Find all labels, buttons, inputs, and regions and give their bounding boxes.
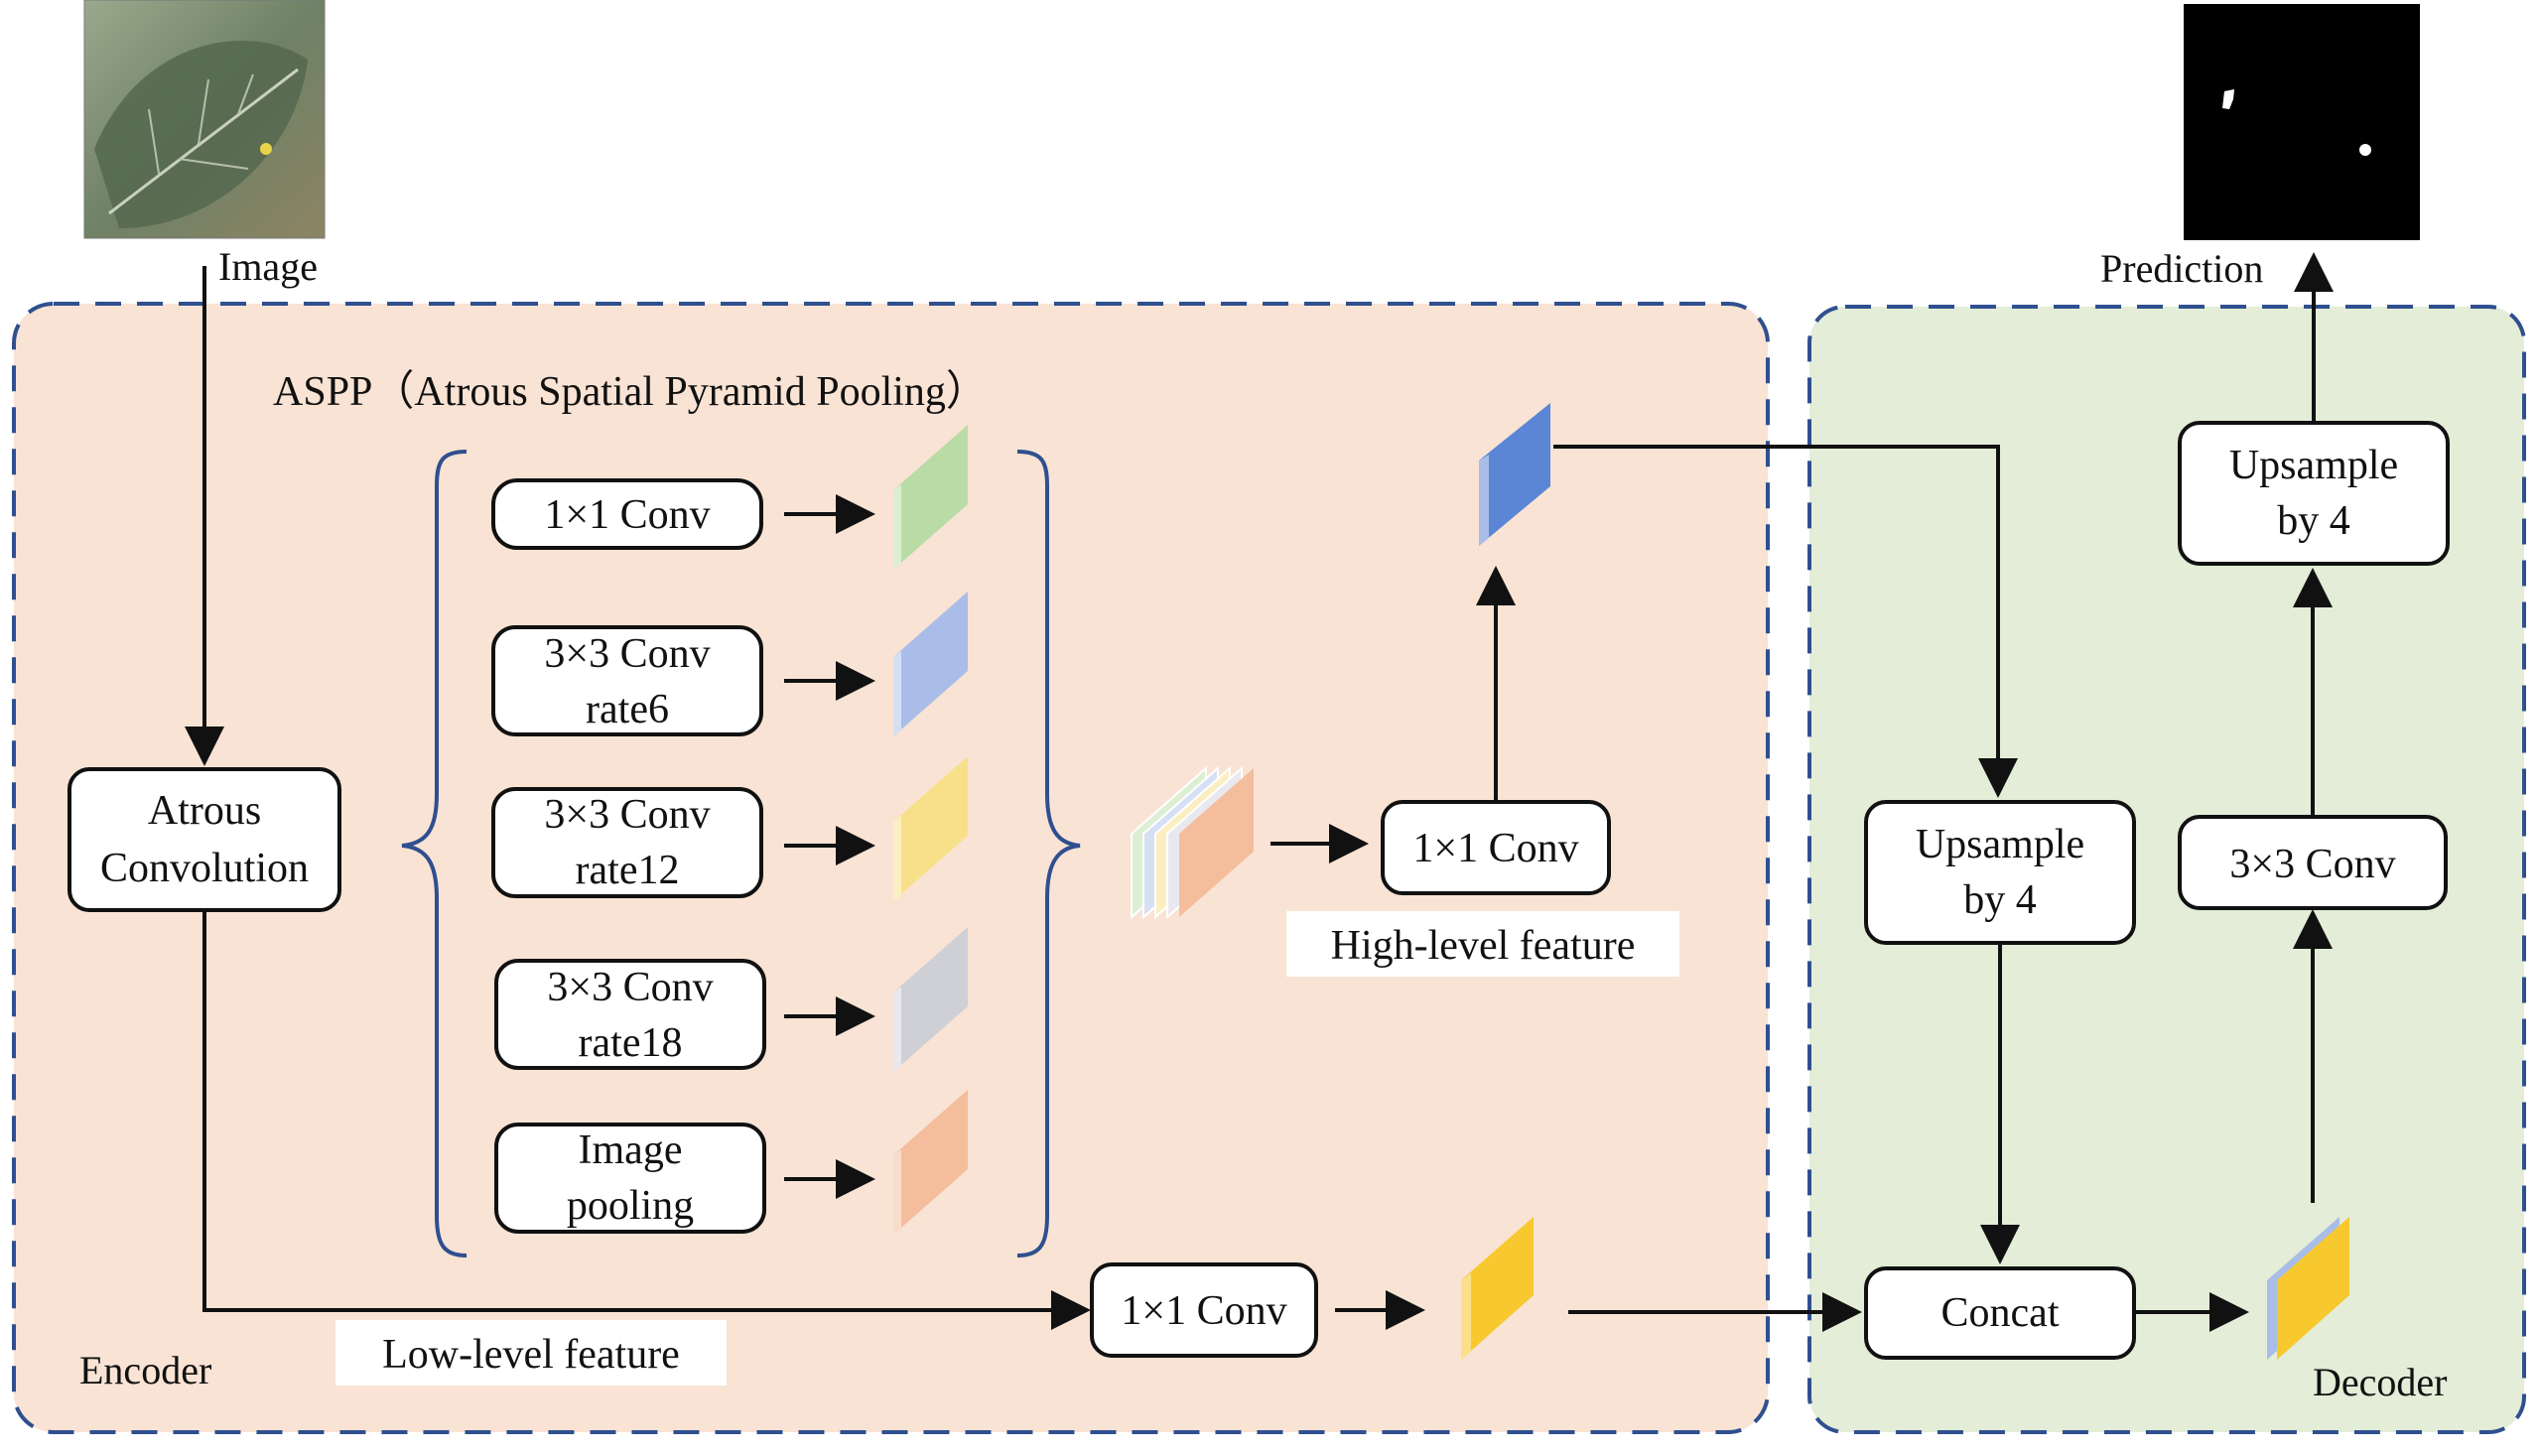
encoder-panel bbox=[12, 302, 1770, 1434]
upsample-2-box bbox=[2178, 421, 2450, 566]
branch-1x1-line1: 1×1 Conv bbox=[544, 492, 710, 538]
feature-map-gray bbox=[893, 927, 968, 1072]
conv-high-label: 1×1 Conv bbox=[1412, 826, 1578, 871]
aspp-title: ASPP（Atrous Spatial Pyramid Pooling） bbox=[273, 369, 988, 415]
encoder-label: Encoder bbox=[79, 1348, 211, 1392]
feature-map-blue bbox=[893, 592, 968, 736]
branch-box-rate18 bbox=[494, 959, 766, 1070]
conv-low-box bbox=[1090, 1262, 1318, 1358]
conv3x3-box bbox=[2178, 815, 2448, 910]
prediction-caption: Prediction bbox=[2100, 246, 2263, 291]
arrow-atrous-to-conv-low bbox=[202, 910, 1091, 1330]
concatenated-feature-stack bbox=[1131, 765, 1254, 920]
atrous-conv-line2: Convolution bbox=[100, 846, 309, 891]
low-level-label: Low-level feature bbox=[382, 1332, 680, 1378]
aspp-left-brace bbox=[401, 450, 468, 1257]
decoder-panel bbox=[1807, 305, 2526, 1434]
conv3x3-label: 3×3 Conv bbox=[2229, 842, 2395, 887]
feature-map-decoder bbox=[2267, 1217, 2349, 1360]
feature-map-yellow bbox=[893, 756, 968, 901]
image-caption: Image bbox=[218, 244, 318, 289]
branch-pooling-line2: pooling bbox=[567, 1183, 694, 1229]
branch-rate18-line1: 3×3 Conv bbox=[547, 965, 713, 1010]
branch-pooling-line1: Image bbox=[579, 1127, 683, 1173]
branch-box-1x1 bbox=[491, 478, 763, 550]
upsample-1-line1: Upsample bbox=[1916, 822, 2084, 867]
feature-map-orange bbox=[893, 1090, 968, 1235]
high-level-label-bg bbox=[1286, 911, 1679, 977]
arrow-high-to-upsample bbox=[1553, 445, 2018, 798]
concat-label: Concat bbox=[1941, 1290, 2060, 1336]
branch-rate12-line1: 3×3 Conv bbox=[544, 792, 710, 838]
branch-rate6-line2: rate6 bbox=[586, 687, 669, 732]
branch-rate12-line2: rate12 bbox=[576, 848, 680, 893]
high-level-label: High-level feature bbox=[1331, 923, 1636, 969]
feature-map-high bbox=[1479, 403, 1550, 546]
feature-map-green bbox=[893, 425, 968, 570]
branch-box-pooling bbox=[494, 1123, 766, 1234]
upsample-2-line1: Upsample bbox=[2229, 443, 2398, 488]
low-level-label-bg bbox=[335, 1320, 727, 1386]
upsample-2-line2: by 4 bbox=[2277, 498, 2350, 544]
conv-high-box bbox=[1381, 800, 1611, 895]
branch-rate18-line2: rate18 bbox=[579, 1020, 683, 1066]
aspp-right-brace bbox=[1016, 450, 1081, 1257]
prediction-image bbox=[2184, 4, 2420, 240]
branch-rate6-line1: 3×3 Conv bbox=[544, 631, 710, 677]
atrous-conv-line1: Atrous bbox=[148, 788, 261, 834]
conv-low-label: 1×1 Conv bbox=[1121, 1288, 1286, 1334]
input-image bbox=[83, 0, 326, 239]
upsample-1-line2: by 4 bbox=[1963, 877, 2037, 923]
branch-box-rate12 bbox=[491, 787, 763, 898]
feature-map-low bbox=[1461, 1217, 1534, 1360]
branch-box-rate6 bbox=[491, 625, 763, 736]
decoder-label: Decoder bbox=[2313, 1360, 2447, 1404]
